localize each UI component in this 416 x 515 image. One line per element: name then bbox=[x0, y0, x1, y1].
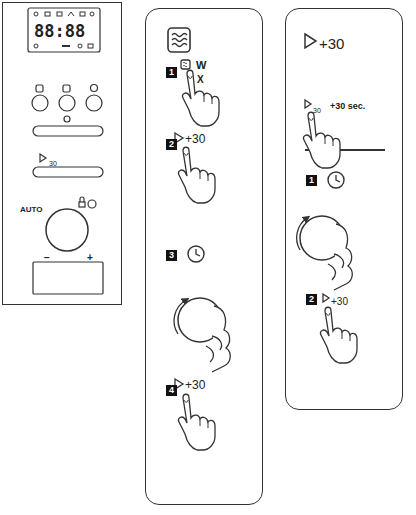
display-digits: 88:88 bbox=[34, 23, 85, 40]
control-panel: 88:88 30AUTO − + bbox=[2, 2, 122, 305]
timer-steps-art bbox=[297, 34, 385, 302]
finger bbox=[183, 70, 219, 126]
button-label: 30 bbox=[313, 107, 321, 114]
step-number: 2 bbox=[309, 295, 314, 304]
power-label: X bbox=[197, 75, 204, 85]
step-number: 1 bbox=[309, 176, 314, 185]
power-label: W bbox=[196, 60, 206, 71]
knob-label: + bbox=[87, 253, 93, 263]
clock-icon bbox=[328, 172, 344, 188]
button-label: +30 bbox=[185, 133, 205, 145]
finger bbox=[304, 112, 340, 168]
microwave-steps-art bbox=[168, 28, 230, 389]
step-number: 1 bbox=[169, 68, 174, 77]
button-label: +30 bbox=[331, 297, 348, 307]
finger bbox=[321, 307, 357, 363]
finger bbox=[179, 394, 215, 450]
step-number: 3 bbox=[169, 251, 174, 260]
step-badge: 3 bbox=[166, 250, 177, 261]
step-badge: 1 bbox=[166, 67, 177, 78]
header-label: +30 bbox=[319, 36, 344, 51]
step-number: 4 bbox=[169, 386, 174, 395]
step-badge: 2 bbox=[166, 139, 177, 150]
finger bbox=[179, 147, 215, 203]
instruction-panel: 1 2 3 4 WX +30 +30 bbox=[145, 8, 263, 505]
button-label: +30 bbox=[185, 379, 205, 391]
knob-label: − bbox=[44, 253, 50, 263]
step-badge: 2 bbox=[306, 294, 317, 305]
knob-label: AUTO bbox=[20, 206, 43, 214]
step-badge: 1 bbox=[306, 175, 317, 186]
control-panel-art bbox=[28, 8, 103, 294]
step-number: 2 bbox=[169, 140, 174, 149]
button-label: 30 bbox=[49, 160, 57, 167]
callout-note: +30 sec. bbox=[330, 102, 365, 111]
step-badge: 4 bbox=[166, 385, 177, 396]
instruction-panel: 1 2 +30 30 +30 sec. +30 bbox=[285, 8, 403, 410]
clock-icon bbox=[188, 246, 204, 262]
